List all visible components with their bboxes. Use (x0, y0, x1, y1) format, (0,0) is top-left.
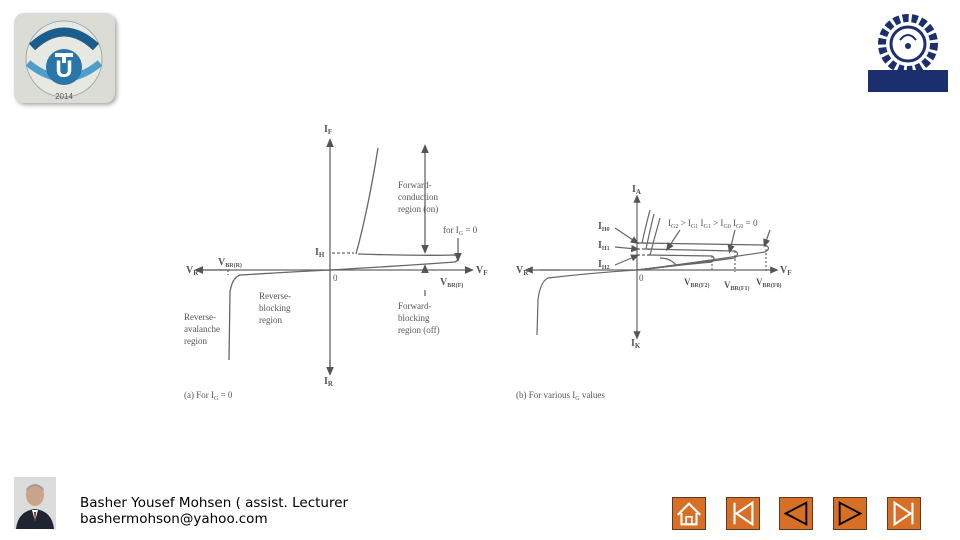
diagram-a-reverse-curve (228, 269, 331, 361)
diagram-a-forward-blocking-curve (329, 253, 460, 271)
diagram-a-vbrf-label: VBR(F) (440, 277, 463, 289)
diagram-a-rev-av-line1: Reverse- (184, 312, 216, 322)
diagram-a-if-label: IF (324, 124, 332, 136)
diagram-a-rev-bl-line3: region (259, 315, 282, 325)
first-slide-button[interactable] (726, 497, 760, 530)
diagram-b-ih0-label: IH0 (598, 221, 610, 233)
previous-slide-button[interactable] (779, 497, 813, 530)
diagram-a-rev-bl-line2: blocking (259, 303, 291, 313)
diagram-b-vbr1-label: VBR(F1) (724, 280, 750, 292)
home-button[interactable] (672, 497, 706, 530)
diagram-b-curve-g1 (636, 248, 739, 271)
diagram-b-labels: IA IK VR VF IH0 IH1 IH2 0 IG2 > IG1 IG1 … (516, 184, 792, 402)
diagram-a-vr-label: VR (186, 265, 199, 277)
college-logo (866, 8, 950, 94)
diagram-b-ik-label: IK (631, 338, 641, 350)
diagram-b-ig-condition: IG2 > IG1 IG1 > IG0 IG0 = 0 (668, 218, 758, 230)
diagram-b-caption: (b) For various IG values (516, 390, 605, 402)
diagram-b-ih2-label: IH2 (598, 259, 610, 271)
diagram-a-conduction-curve (355, 147, 379, 255)
diagram-b-vbr2-label: VBR(F2) (684, 277, 710, 289)
diagram-a-ih-label: IH (315, 247, 325, 259)
first-icon (733, 500, 754, 527)
diagram-a-rev-bl-line1: Reverse- (259, 291, 291, 301)
diagram-b-vf-label: VF (780, 265, 792, 277)
diagram-a-fwd-bl-line2: blocking (398, 313, 430, 323)
lecturer-photo (14, 477, 56, 529)
diagram-b-origin: 0 (639, 273, 644, 283)
diagram-a-rev-av-line2: avalanche (184, 324, 220, 334)
lecturer-name: Basher Yousef Mohsen ( assist. Lecturer (80, 495, 349, 511)
diagram-a-fwd-cond-line1: Forward- (398, 180, 432, 190)
diagram-a-for-ig: for IG = 0 (443, 225, 478, 237)
diagram-b (524, 194, 779, 340)
next-icon (838, 501, 863, 526)
lecturer-info: Basher Yousef Mohsen ( assist. Lecturer … (80, 495, 348, 527)
diagram-a-caption: (a) For IG = 0 (184, 390, 233, 402)
diagram-b-vbr0-label: VBR(F0) (756, 277, 782, 289)
svg-text:U: U (55, 56, 72, 83)
home-icon (676, 502, 702, 526)
next-slide-button[interactable] (833, 497, 867, 530)
diagram-a-labels: IF IR VR VF VBR(R) VBR(F) IH 0 Forward- … (184, 124, 488, 402)
lecturer-email: bashermohson@yahoo.com (80, 511, 268, 527)
diagram-a-rev-av-line3: region (184, 336, 207, 346)
diagram-a-fwd-cond-line2: conduction (398, 192, 438, 202)
svg-text:2014: 2014 (55, 92, 73, 101)
diagram-b-curve-g2 (636, 254, 715, 271)
last-icon (893, 500, 914, 527)
diagram-a-ir-label: IR (324, 376, 334, 388)
diagram-a-vbrr-label: VBR(R) (218, 257, 242, 269)
diagram-a-fwd-cond-line3: region (on) (398, 204, 438, 214)
last-slide-button[interactable] (887, 497, 921, 530)
university-logo: U 2014 (14, 13, 115, 103)
diagram-b-ia-label: IA (632, 184, 641, 196)
diagram-a-fwd-bl-line3: region (off) (398, 325, 440, 335)
diagram-a-origin: 0 (333, 273, 338, 283)
diagram-b-ih1-label: IH1 (598, 240, 610, 252)
diagram-a-fwd-bl-line1: Forward- (398, 301, 432, 311)
prev-icon (783, 501, 808, 526)
diagram-a (194, 138, 474, 376)
diagram-a-vf-label: VF (476, 265, 488, 277)
diagram-b-curve-g0 (636, 242, 770, 271)
diagram-b-vr-label: VR (516, 265, 529, 277)
